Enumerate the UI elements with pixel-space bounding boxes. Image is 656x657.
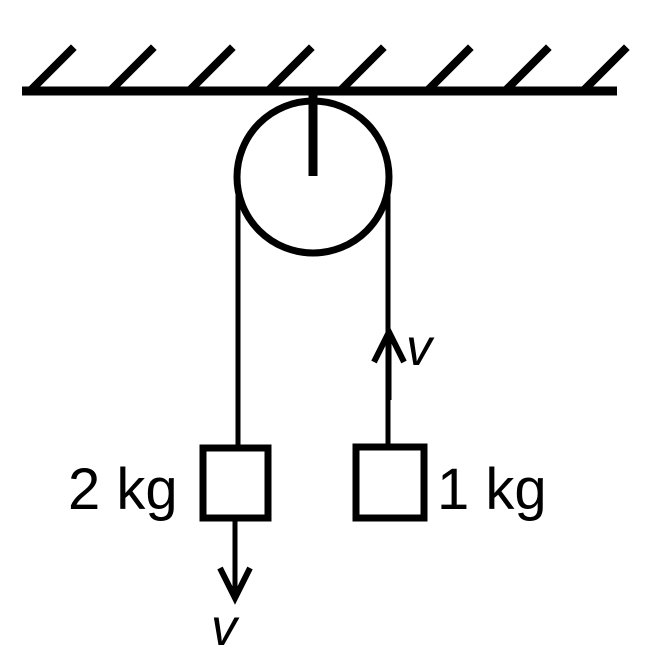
mass-label-right: 1 kg [437,457,547,522]
mass-label-left: 2 kg [68,457,178,522]
ceiling-hatch-line [337,44,387,94]
ceiling-hatch-line [502,44,552,94]
velocity-up-arrowhead-icon [371,325,407,364]
ceiling-hatch-line [580,44,630,94]
ceiling-hatching-group [27,44,630,94]
ceiling-hatch-line [265,44,315,94]
velocity-label-down: v [211,599,240,657]
block-right-1kg [352,443,428,522]
velocity-down-arrowhead-icon [217,566,253,605]
ceiling-hatch-line [186,44,236,94]
ceiling-hatch-line [424,44,474,94]
ceiling-hatch-line [27,44,77,94]
velocity-label-up: v [406,319,435,377]
ceiling-hatch-line [107,44,157,94]
block-left-2kg [199,444,272,522]
